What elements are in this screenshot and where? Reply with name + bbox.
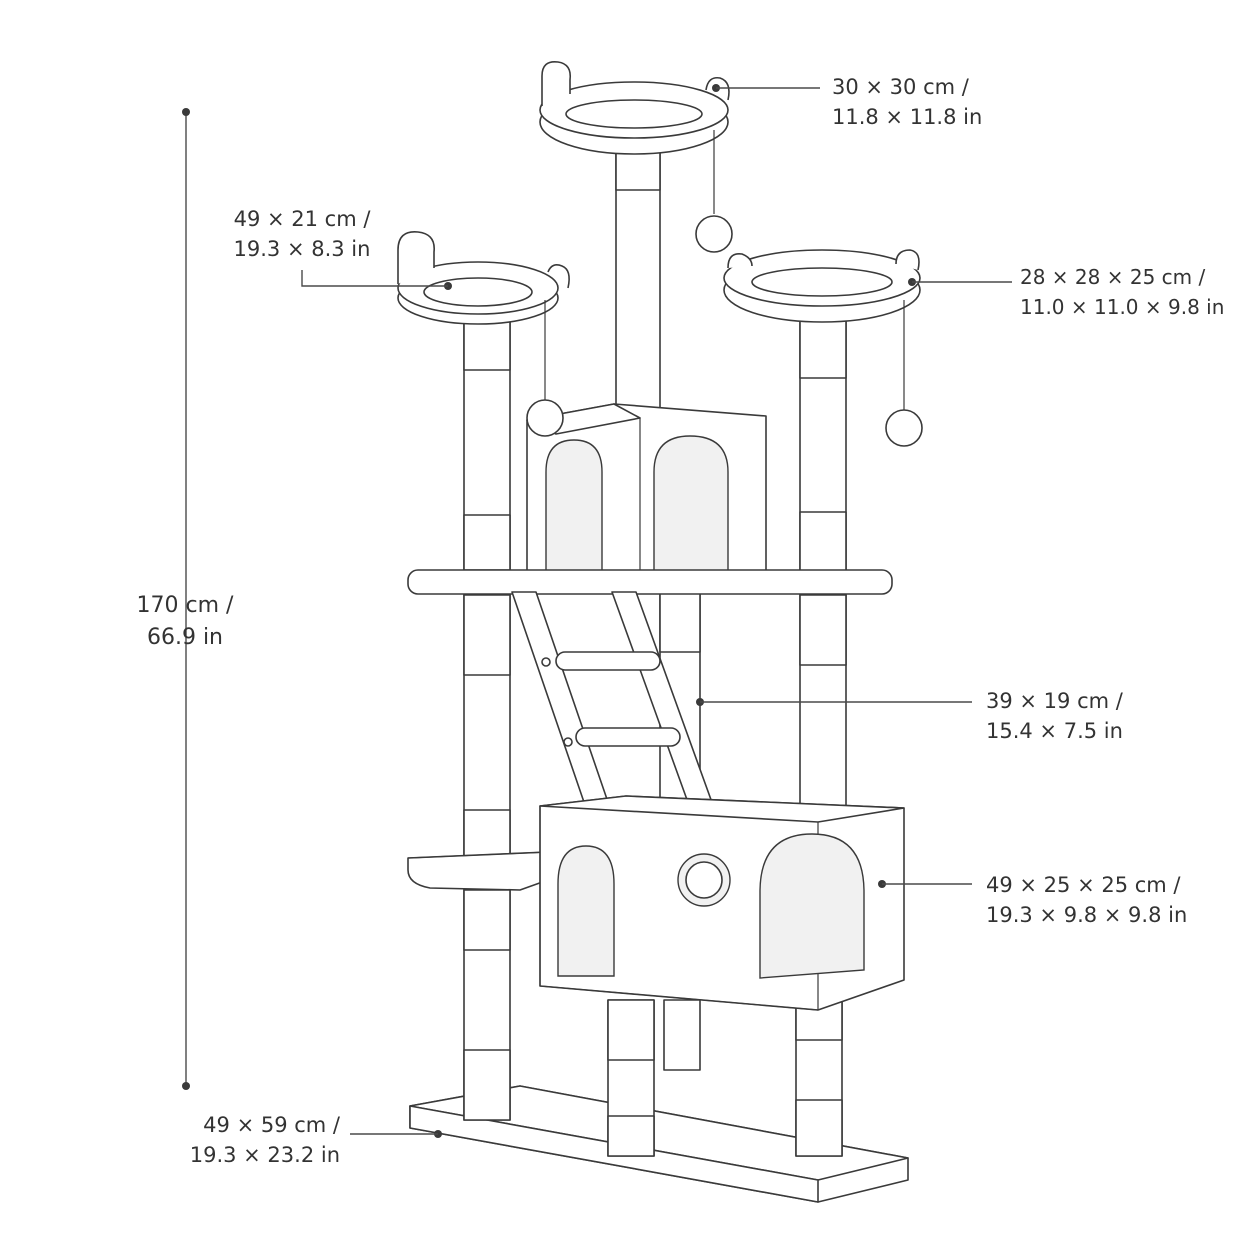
- side-shelf: [407, 851, 549, 891]
- base-dimension-in: 19.3 × 23.2 in: [189, 1143, 340, 1167]
- ladder: [511, 591, 715, 809]
- height-dimension-label: 170 cm / 66.9 in: [110, 590, 260, 654]
- leader-base: [350, 1130, 442, 1138]
- left-perch-dimension-cm: 49 × 21 cm /: [233, 207, 371, 231]
- ladder-dimension-cm: 39 × 19 cm /: [986, 689, 1123, 713]
- leader-right-perch: [908, 278, 1012, 286]
- top-perch-dimension-in: 11.8 × 11.8 in: [832, 105, 983, 129]
- upper-condo: [526, 403, 767, 581]
- left-perch-dimension-in: 19.3 × 8.3 in: [233, 237, 371, 261]
- left-perch-dimension-label: 49 × 21 cm / 19.3 × 8.3 in: [222, 204, 382, 264]
- right-perch-dimension-label: 28 × 28 × 25 cm / 11.0 × 11.0 × 9.8 in: [1020, 262, 1224, 322]
- base-dimension-label: 49 × 59 cm / 19.3 × 23.2 in: [180, 1110, 340, 1170]
- condo-dimension-in: 19.3 × 9.8 × 9.8 in: [986, 903, 1188, 927]
- right-perch-dimension-in: 11.0 × 11.0 × 9.8 in: [1020, 295, 1225, 319]
- leader-left-perch: [301, 270, 452, 290]
- height-dimension-line: [182, 108, 190, 1090]
- leader-top-perch: [712, 84, 820, 92]
- height-dimension-cm: 170 cm /: [136, 593, 234, 618]
- right-perch: [723, 249, 923, 447]
- ladder-dimension-in: 15.4 × 7.5 in: [986, 719, 1123, 743]
- left-perch: [397, 231, 570, 437]
- condo-dimension-cm: 49 × 25 × 25 cm /: [986, 873, 1181, 897]
- height-dimension-in: 66.9 in: [146, 625, 224, 650]
- top-center-post: [615, 119, 661, 411]
- top-perch-dimension-cm: 30 × 30 cm /: [832, 75, 969, 99]
- leader-condo: [878, 880, 972, 888]
- condo-dimension-label: 49 × 25 × 25 cm / 19.3 × 9.8 × 9.8 in: [986, 870, 1187, 930]
- middle-platform: [407, 569, 893, 595]
- left-long-post: [463, 309, 511, 1121]
- base-dimension-cm: 49 × 59 cm /: [203, 1113, 340, 1137]
- ladder-dimension-label: 39 × 19 cm / 15.4 × 7.5 in: [986, 686, 1123, 746]
- lower-condo: [539, 795, 905, 1011]
- lower-condo-posts: [607, 999, 843, 1157]
- top-perch-dimension-label: 30 × 30 cm / 11.8 × 11.8 in: [832, 72, 982, 132]
- right-perch-dimension-cm: 28 × 28 × 25 cm /: [1020, 265, 1206, 289]
- top-perch: [539, 60, 733, 253]
- right-long-post: [799, 317, 847, 809]
- leader-ladder: [696, 698, 972, 706]
